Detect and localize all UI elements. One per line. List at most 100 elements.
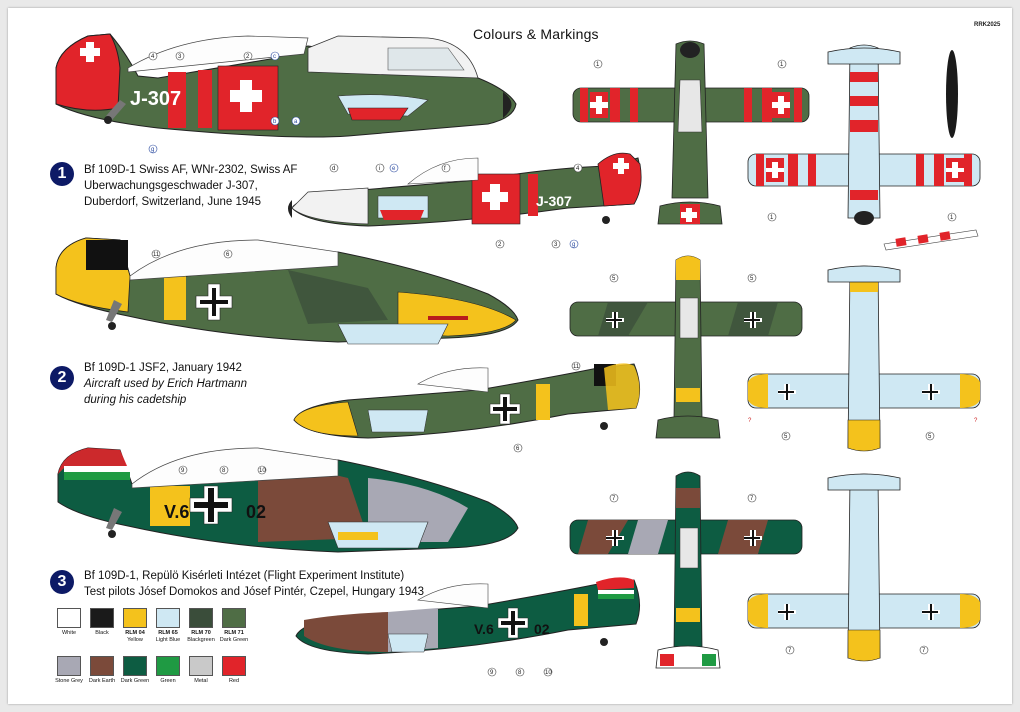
hungary-side-view-small: V.6 02 bbox=[295, 577, 640, 655]
swatch-name: Dark Green bbox=[120, 678, 150, 684]
svg-text:6: 6 bbox=[226, 252, 230, 258]
luftwaffe-top-view bbox=[569, 255, 803, 439]
svg-text:g: g bbox=[572, 242, 575, 248]
hungary-code-right-small: 02 bbox=[534, 621, 550, 637]
swatch-label: Black bbox=[85, 630, 119, 637]
svg-text:2: 2 bbox=[498, 242, 502, 248]
swiss-code-large: J-307 bbox=[130, 88, 181, 110]
svg-text:c: c bbox=[273, 54, 276, 60]
svg-text:3: 3 bbox=[554, 242, 558, 248]
scheme-2-line-1: Bf 109D-1 JSF2, January 1942 bbox=[84, 362, 242, 374]
swatch-name: Red bbox=[228, 678, 240, 684]
swiss-top-view bbox=[572, 40, 810, 225]
svg-text:11: 11 bbox=[573, 364, 580, 370]
luftwaffe-view-callouts: 5 5 5 5 ?? bbox=[609, 273, 978, 441]
svg-text:1: 1 bbox=[780, 62, 784, 68]
svg-text:8: 8 bbox=[222, 468, 226, 474]
svg-text:7: 7 bbox=[750, 496, 754, 502]
scheme-1-line-3: Duberdorf, Switzerland, June 1945 bbox=[84, 196, 262, 208]
svg-text:4: 4 bbox=[151, 54, 155, 60]
swatch-name: Yellow bbox=[127, 636, 143, 643]
swatch-label: Stone Grey bbox=[52, 678, 86, 685]
svg-text:10: 10 bbox=[259, 468, 266, 474]
scheme-3-line-1: Bf 109D-1, Repülö Kisérleti Intézet (Fli… bbox=[84, 570, 405, 582]
svg-text:?: ? bbox=[974, 418, 978, 424]
svg-text:2: 2 bbox=[246, 54, 250, 60]
svg-text:5: 5 bbox=[750, 276, 754, 282]
colour-swatch: Stone Grey bbox=[52, 656, 86, 685]
hungary-top-view bbox=[569, 471, 803, 669]
svg-text:7: 7 bbox=[922, 648, 926, 654]
swatch-colour-box bbox=[156, 608, 180, 628]
hungary-side-view-large: V.6 02 bbox=[57, 447, 519, 553]
svg-text:i: i bbox=[379, 166, 380, 172]
svg-text:5: 5 bbox=[928, 434, 932, 440]
scheme-1-line-1: Bf 109D-1 Swiss AF, WNr-2302, Swiss AF bbox=[84, 164, 298, 176]
svg-text:4: 4 bbox=[576, 166, 580, 172]
swatch-code: RLM 04 bbox=[125, 630, 145, 636]
svg-text:g: g bbox=[151, 147, 154, 153]
swiss-callouts-small: d i e f 4 2 3 g bbox=[329, 163, 583, 249]
svg-text:1: 1 bbox=[950, 215, 954, 221]
swatch-code: RLM 70 bbox=[191, 630, 211, 636]
swatch-colour-box bbox=[222, 608, 246, 628]
swatch-code: RLM 71 bbox=[224, 630, 244, 636]
swatch-label: Dark Earth bbox=[85, 678, 119, 685]
swatch-colour-box bbox=[222, 656, 246, 676]
svg-text:9: 9 bbox=[181, 468, 185, 474]
swatch-label: Red bbox=[217, 678, 251, 685]
svg-text:d: d bbox=[332, 166, 335, 172]
swatch-name: Blackgreen bbox=[187, 636, 215, 643]
colour-swatch: Black bbox=[85, 608, 119, 637]
hungary-code-left-large: V.6 bbox=[164, 502, 189, 522]
scheme-2-italic-2: during his cadetship bbox=[84, 394, 187, 406]
scheme-1-badge: 1 bbox=[50, 162, 74, 186]
swatch-colour-box bbox=[156, 656, 180, 676]
swatch-colour-box bbox=[189, 608, 213, 628]
swiss-top-callouts: 1 1 1 1 bbox=[593, 59, 957, 222]
svg-text:7: 7 bbox=[612, 496, 616, 502]
svg-text:f: f bbox=[444, 166, 446, 172]
scheme-2-badge: 2 bbox=[50, 366, 74, 390]
swatch-label: Dark Green bbox=[118, 678, 152, 685]
swatch-colour-box bbox=[57, 608, 81, 628]
swatch-colour-box bbox=[123, 608, 147, 628]
svg-text:6: 6 bbox=[516, 446, 520, 452]
svg-text:3: 3 bbox=[178, 54, 182, 60]
swatch-colour-box bbox=[123, 656, 147, 676]
aircraft-drawings: J-307 4 3 2 c g b a J-307 bbox=[55, 33, 981, 677]
svg-text:b: b bbox=[273, 119, 277, 125]
svg-text:7: 7 bbox=[788, 648, 792, 654]
swatch-colour-box bbox=[57, 656, 81, 676]
svg-text:?: ? bbox=[748, 418, 752, 424]
swiss-side-view-small: J-307 bbox=[288, 152, 642, 227]
scheme-2-italic-1: Aircraft used by Erich Hartmann bbox=[84, 378, 247, 390]
svg-text:1: 1 bbox=[596, 62, 600, 68]
scheme-1-caption: Bf 109D-1 Swiss AF, WNr-2302, Swiss AF U… bbox=[84, 162, 297, 210]
swatch-code: RLM 65 bbox=[158, 630, 178, 636]
svg-text:5: 5 bbox=[612, 276, 616, 282]
svg-text:a: a bbox=[294, 119, 298, 125]
hungary-callouts-small: 9 8 10 bbox=[487, 667, 552, 677]
sheet-code: RRK2025 bbox=[974, 22, 1001, 28]
colour-swatch: Green bbox=[151, 656, 185, 685]
hungary-view-callouts: 7 7 7 7 bbox=[609, 493, 929, 655]
scheme-1-line-2: Uberwachungsgeschwader J-307, bbox=[84, 180, 258, 192]
colour-swatch: Dark Earth bbox=[85, 656, 119, 685]
scheme-3-caption: Bf 109D-1, Repülö Kisérleti Intézet (Fli… bbox=[84, 568, 424, 600]
svg-text:10: 10 bbox=[545, 670, 552, 676]
swatch-name: Dark Earth bbox=[88, 678, 116, 684]
hungary-callouts-large: 9 8 10 bbox=[178, 465, 266, 475]
swatch-label: Green bbox=[151, 678, 185, 685]
swatch-name: Black bbox=[95, 630, 109, 636]
svg-text:11: 11 bbox=[153, 252, 160, 258]
swiss-bottom-view bbox=[747, 44, 981, 251]
